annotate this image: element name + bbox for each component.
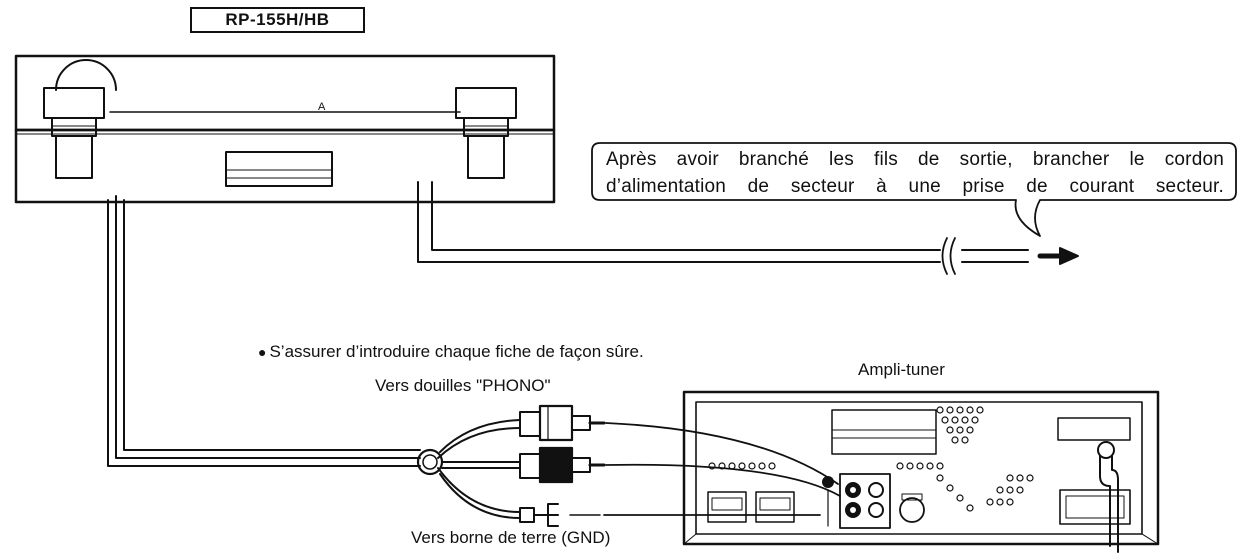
model-label: RP-155H/HB — [190, 7, 365, 33]
callout-bubble — [591, 142, 1237, 237]
output-cable — [107, 195, 521, 519]
svg-text:A: A — [318, 101, 326, 113]
callout-text: Après avoir branché les fils de sortie, … — [606, 146, 1224, 200]
instruction-note: ●S’assurer d’introduire chaque fiche de … — [258, 342, 644, 362]
ground-lug — [519, 503, 601, 527]
power-cord — [417, 181, 1029, 275]
front-panel — [225, 151, 333, 187]
vent-dots — [708, 406, 1034, 512]
phono-label: Vers douilles "PHONO" — [375, 376, 551, 395]
signal-wires — [603, 422, 841, 516]
note-text: S’assurer d’introduire chaque fiche de f… — [269, 342, 644, 361]
arrow-icon — [1037, 247, 1079, 265]
bullet-icon: ● — [258, 344, 267, 360]
right-hinge — [455, 87, 517, 179]
callout-line-1: Après avoir branché les fils de sortie, … — [606, 149, 1224, 170]
turntable: A — [14, 54, 556, 204]
amplifier — [682, 390, 1160, 553]
rca-plug-white — [519, 404, 606, 442]
callout-line-2: d’alimentation de secteur à une prise de… — [606, 176, 1224, 197]
ground-label: Vers borne de terre (GND) — [411, 528, 611, 547]
amplifier-label: Ampli-tuner — [858, 360, 945, 379]
rca-plug-black — [519, 446, 606, 484]
left-hinge — [43, 87, 105, 179]
